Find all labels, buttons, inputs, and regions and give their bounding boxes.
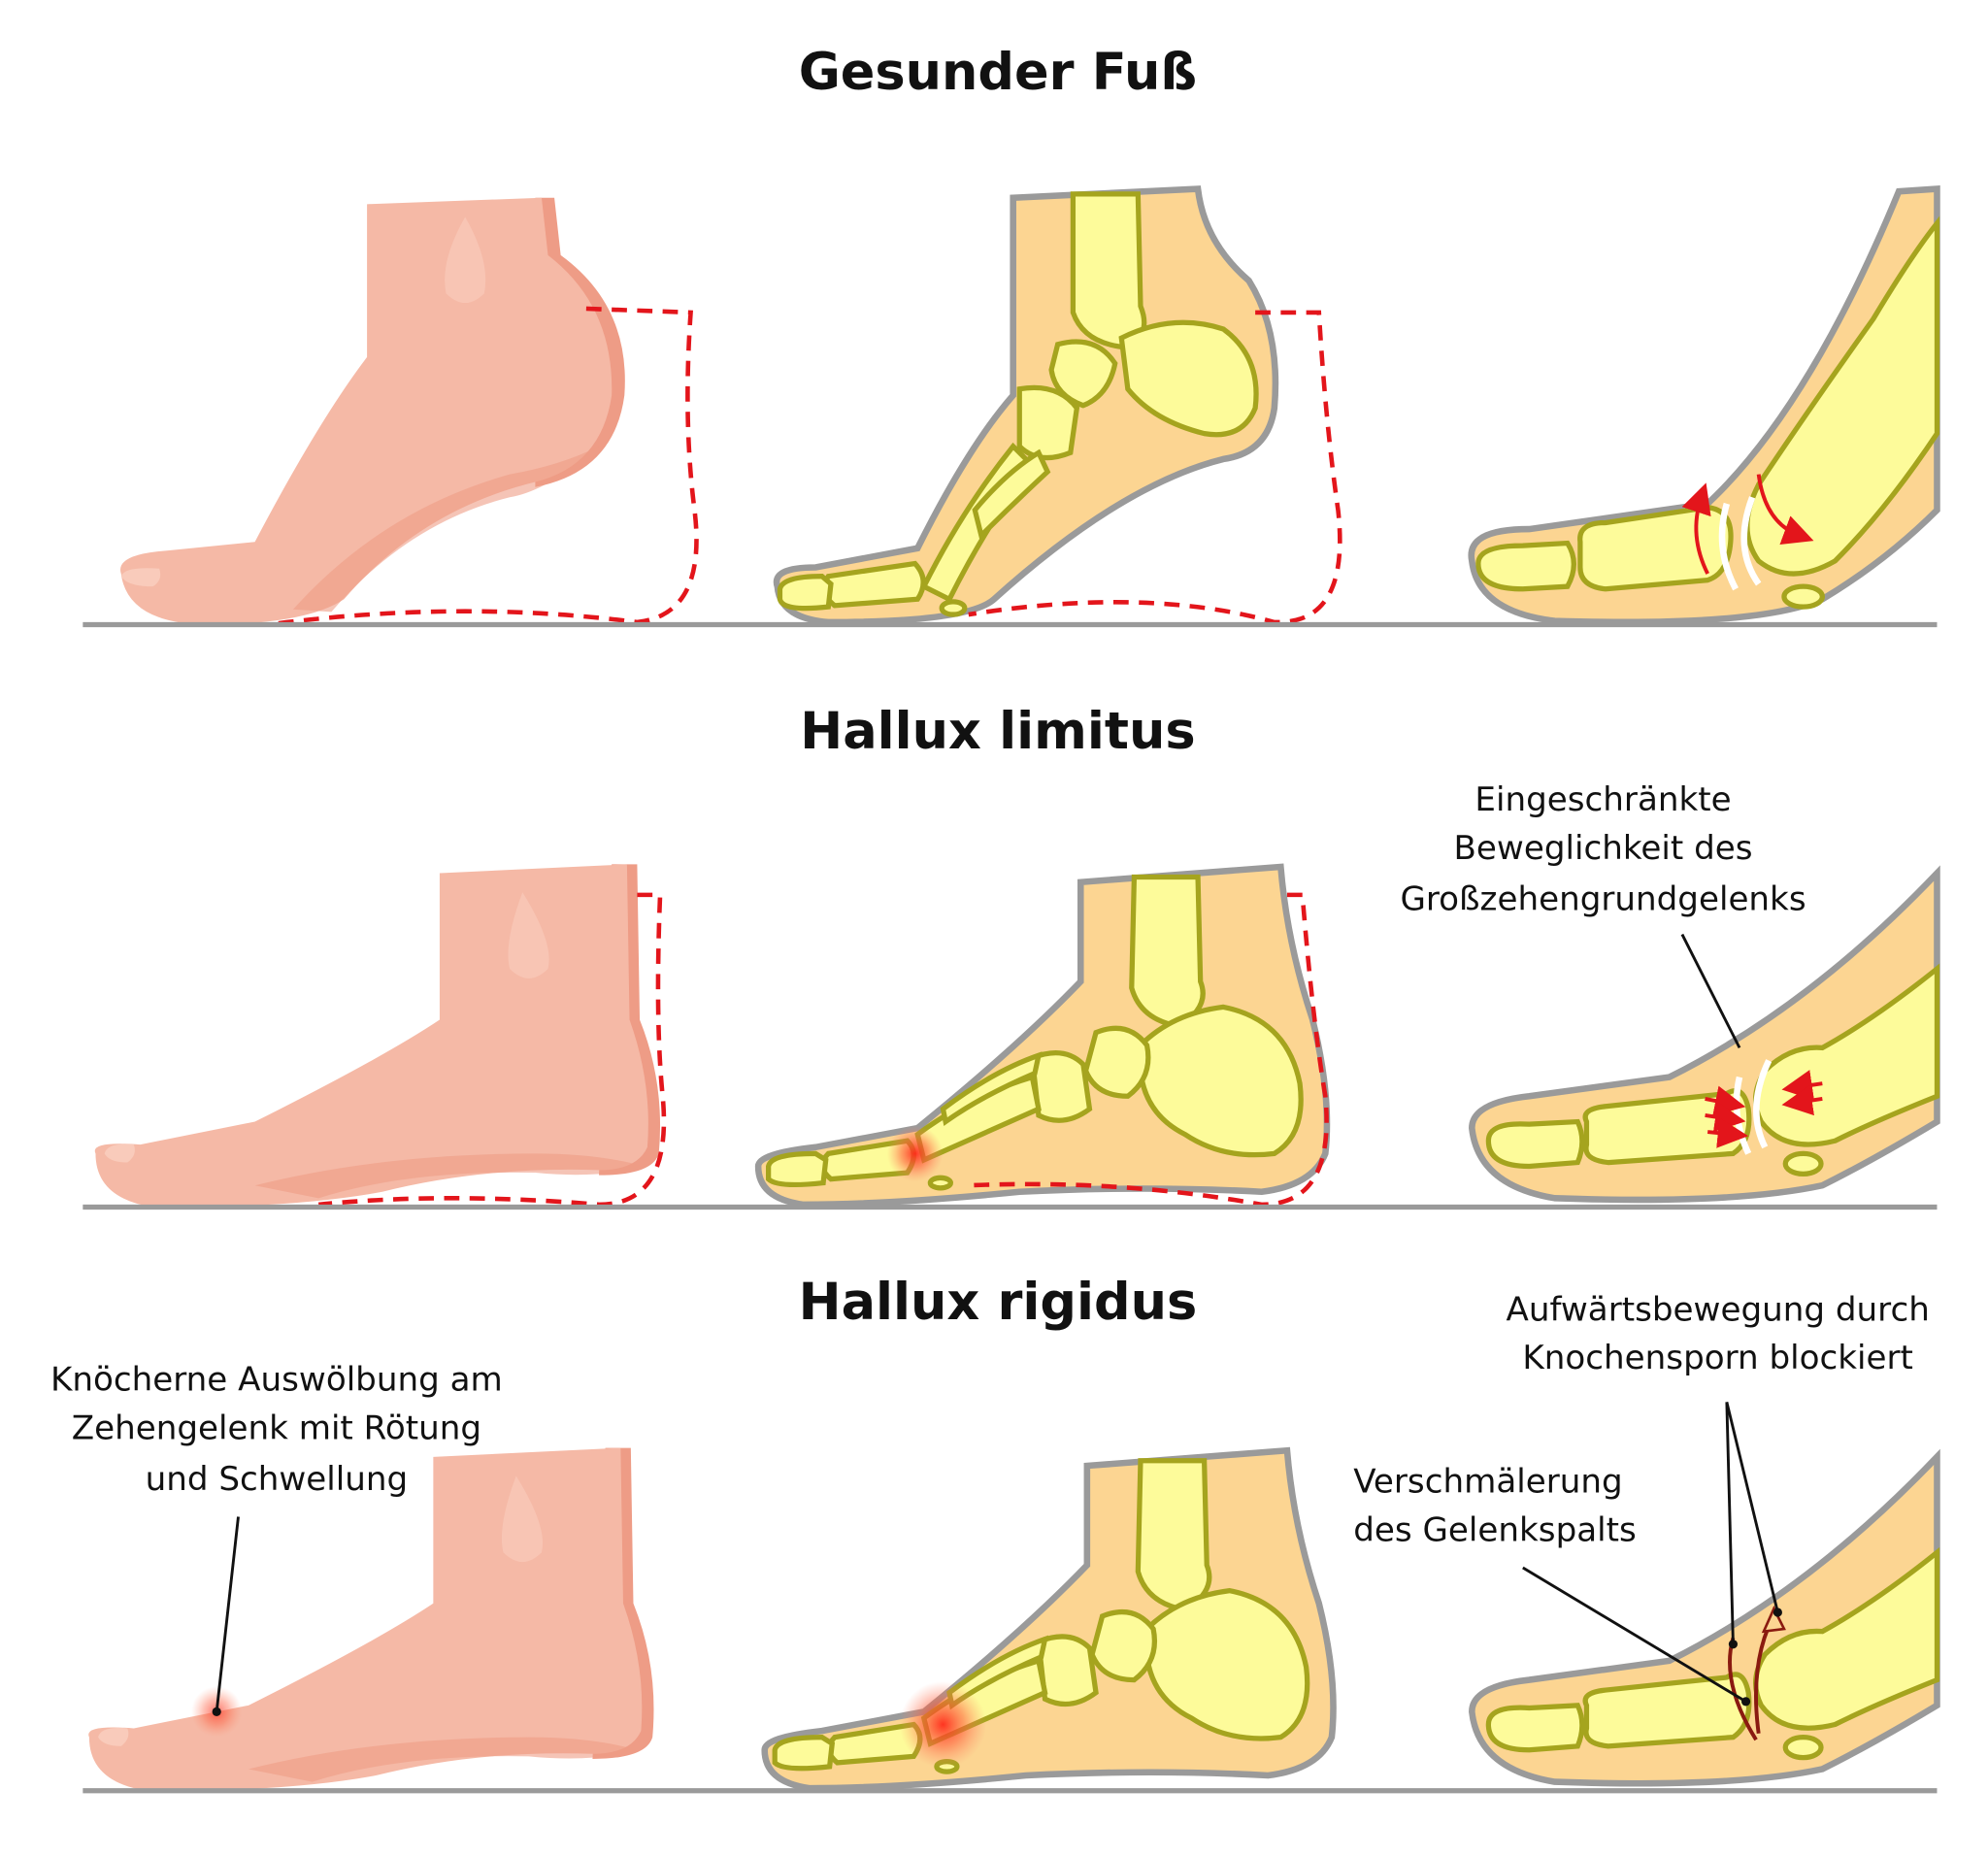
annotation-gap-line1: Verschmälerung bbox=[1353, 1463, 1622, 1502]
healthy-bone-footprint-outline bbox=[968, 310, 1342, 625]
section-title-rigidus: Hallux rigidus bbox=[799, 1273, 1198, 1332]
limitus-inflammation-highlight bbox=[886, 1125, 944, 1182]
leader-line-gap bbox=[1522, 1566, 1747, 1704]
leader-dot-gap bbox=[1740, 1697, 1751, 1707]
healthy-foot-skeleton bbox=[773, 185, 1279, 626]
leader-dot-spur-b bbox=[1773, 1607, 1782, 1617]
leader-line-spur-b bbox=[1725, 1402, 1779, 1613]
rigidus-foot-skeleton bbox=[765, 1450, 1334, 1788]
rigidus-foot-skin bbox=[88, 1447, 654, 1791]
limitus-joint-closeup bbox=[1472, 874, 1937, 1200]
annotation-spur-line2: Knochensporn blockiert bbox=[1522, 1339, 1913, 1377]
leader-dot-bump bbox=[212, 1707, 221, 1716]
annotation-limitus-line2: Beweglichkeit des bbox=[1454, 829, 1753, 868]
rigidus-inflammation-highlight bbox=[899, 1680, 987, 1769]
limitus-foot-skin bbox=[94, 864, 661, 1208]
annotation-gap-line2: des Gelenkspalts bbox=[1353, 1510, 1637, 1549]
rigidus-joint-closeup bbox=[1472, 1457, 1937, 1783]
leader-line-bump bbox=[215, 1516, 240, 1712]
healthy-joint-closeup bbox=[1468, 185, 1940, 626]
annotation-limitus-line1: Eingeschränkte bbox=[1474, 780, 1731, 819]
leader-line-limitus bbox=[1680, 933, 1741, 1049]
annotation-spur-line1: Aufwärtsbewegung durch bbox=[1507, 1290, 1930, 1329]
limitus-bone-footprint-outline bbox=[968, 892, 1329, 1208]
leader-line-spur-a bbox=[1725, 1402, 1735, 1644]
annotation-bump-line2: Zehengelenk mit Rötung bbox=[72, 1409, 481, 1447]
leader-dot-spur-a bbox=[1728, 1640, 1739, 1649]
healthy-foot-skin bbox=[119, 197, 625, 625]
section-title-healthy: Gesunder Fuß bbox=[799, 43, 1197, 102]
annotation-limitus-line3: Großzehengrundgelenks bbox=[1400, 880, 1806, 919]
limitus-foot-skeleton bbox=[758, 867, 1327, 1205]
section-title-limitus: Hallux limitus bbox=[800, 702, 1195, 761]
annotation-bump-line1: Knöcherne Auswölbung am bbox=[50, 1361, 503, 1400]
limitus-footprint-outline bbox=[317, 892, 667, 1208]
annotation-bump-line3: und Schwellung bbox=[146, 1460, 409, 1499]
